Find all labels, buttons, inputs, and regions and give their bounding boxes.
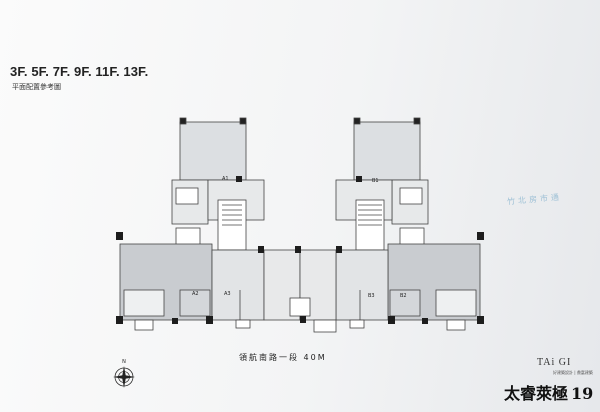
taigi-logo: TAi GI [537, 357, 572, 368]
floors-title: 3F. 5F. 7F. 9F. 11F. 13F. [10, 64, 149, 79]
project-name-text: 太睿萊極 [504, 384, 569, 403]
unit-label-b2: B2 [400, 293, 407, 299]
unit-label-b1: B1 [372, 178, 379, 184]
road-label: 領航南路一段 40M [239, 353, 327, 362]
unit-label-a3: A3 [224, 291, 231, 297]
svg-text:N: N [122, 359, 126, 365]
taigi-tagline: 好建築設計 | 鼎富建築 [553, 370, 593, 375]
unit-label-b3: B3 [368, 293, 375, 299]
unit-label-a1: A1 [222, 176, 229, 182]
unit-label-a2: A2 [192, 291, 199, 297]
plan-subtitle: 平面配置參考圖 [12, 83, 61, 91]
project-number: 19 [571, 384, 594, 403]
north-compass-icon: N [113, 359, 135, 388]
